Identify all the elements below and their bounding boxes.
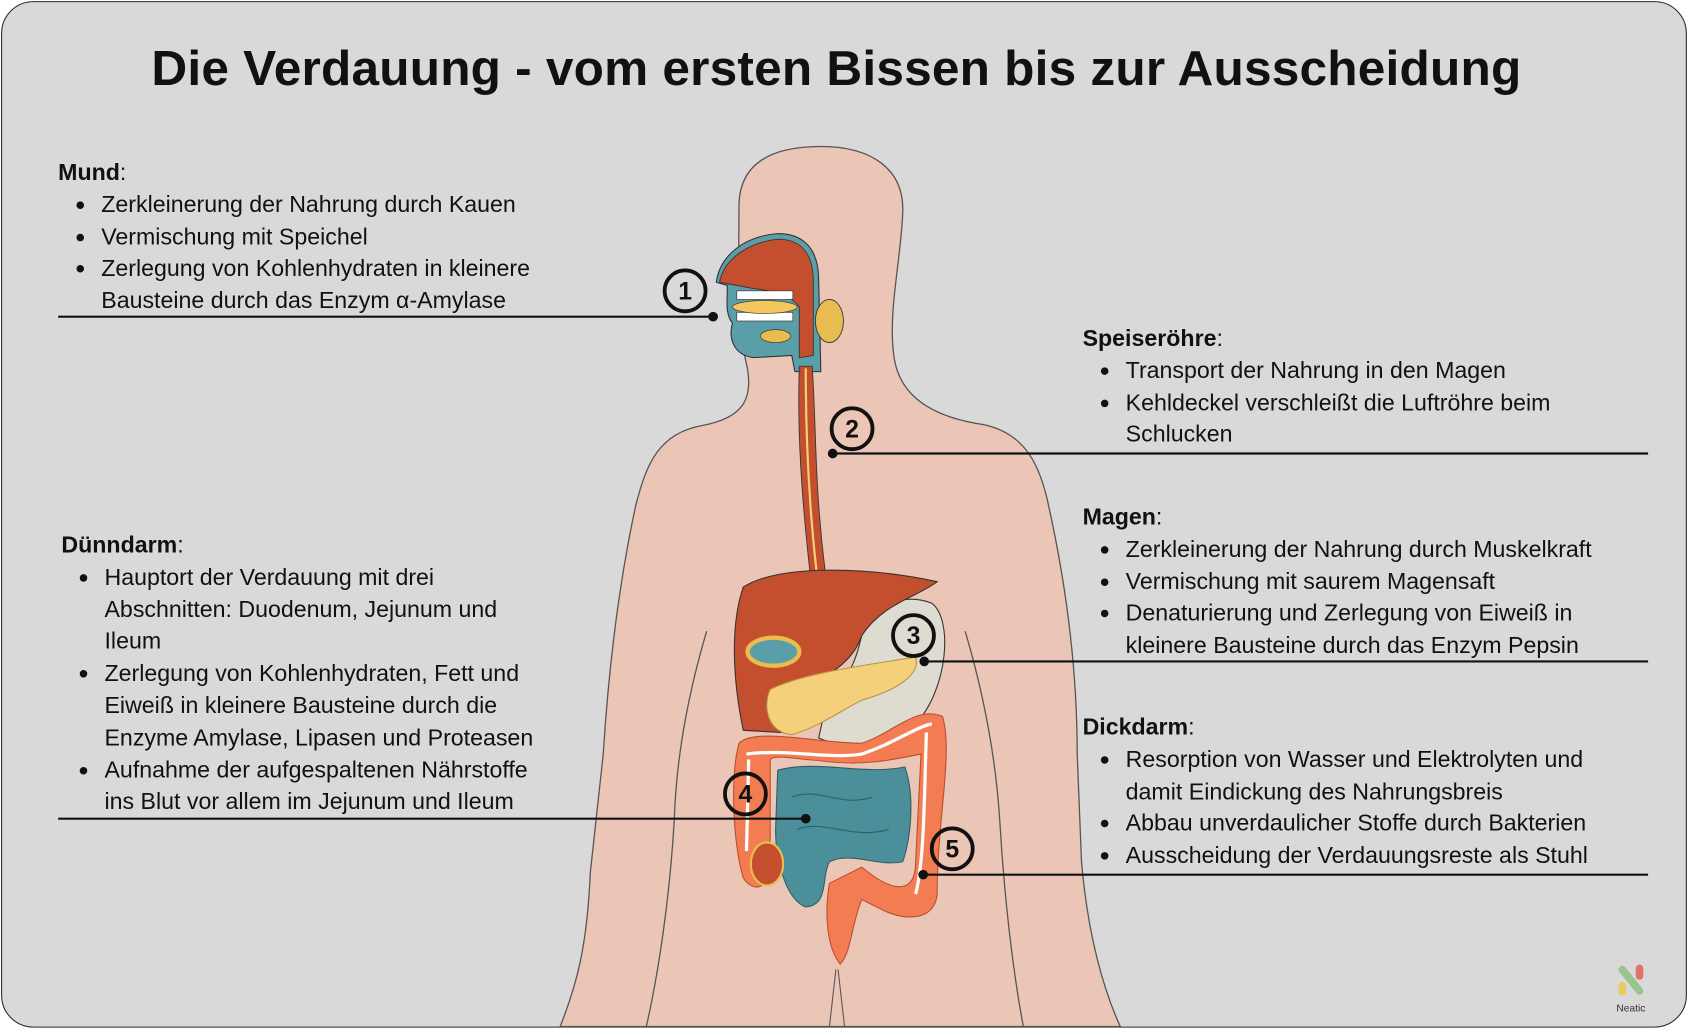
bullet-text-line: damit Eindickung des Nahrungsbreis xyxy=(1125,778,1503,805)
tongue xyxy=(732,300,798,314)
appendix-coil xyxy=(749,841,785,887)
logo-text: Neatic xyxy=(1616,1002,1646,1015)
bullet-text-line: Zerlegung von Kohlenhydraten, Fett und xyxy=(104,660,520,687)
callout-number-5: 5 xyxy=(945,836,959,863)
bullet-item: Zerkleinerung der Nahrung durch Kauen xyxy=(58,189,530,221)
page-title: Die Verdauung - vom ersten Bissen bis zu… xyxy=(151,39,1522,96)
section-label: Magen xyxy=(1082,504,1156,530)
bullet-item: Vermischung mit saurem Magensaft xyxy=(1083,566,1592,598)
section-heading: Magen: xyxy=(1082,504,1163,530)
callout-number-1: 1 xyxy=(678,278,692,305)
bullet-text-line: Enzyme Amylase, Lipasen und Proteasen xyxy=(104,724,534,751)
bullet-text-line: Abschnitten: Duodenum, Jejunum und xyxy=(104,596,498,623)
leg-gap-line xyxy=(828,969,846,1027)
bullet-item: Transport der Nahrung in den Magen xyxy=(1083,355,1551,387)
bullet-item: Aufnahme der aufgespaltenen Nährstoffe in… xyxy=(61,755,533,819)
callout-circles xyxy=(662,268,975,872)
bullet-text-line: Resorption von Wasser und Elektrolyten u… xyxy=(1125,746,1584,773)
callout-lines xyxy=(58,311,1649,880)
bullet-text-line: Hauptort der Verdauung mit drei xyxy=(104,564,435,591)
section-duenndarm: Dünndarm: Hauptort der Verdauung mit drei… xyxy=(61,530,533,819)
section-label: Dickdarm xyxy=(1082,714,1189,741)
bullet-text-line: Schlucken xyxy=(1125,421,1233,448)
bullet-item: Kehldeckel verschleißt die Luftröhre bei… xyxy=(1083,387,1551,451)
section-heading: Dünndarm: xyxy=(61,532,184,558)
sublingual-gland xyxy=(760,329,791,343)
section-label: Dünndarm xyxy=(61,532,178,558)
logo-n-icon xyxy=(1618,964,1644,996)
section-heading: Speiseröhre: xyxy=(1082,325,1223,352)
right-arm-inner-line xyxy=(964,631,1024,1027)
bullet-text-line: Abbau unverdaulicher Stoffe durch Bakter… xyxy=(1125,810,1587,837)
bullet-item: Ausscheidung der Verdauungsreste als Stu… xyxy=(1083,840,1588,872)
section-heading: Dickdarm: xyxy=(1082,714,1195,741)
bullet-text-line: Eiweiß in kleinere Bausteine durch die xyxy=(104,692,498,719)
bullet-text-line: Transport der Nahrung in den Magen xyxy=(1125,357,1506,384)
bullet-text-line: kleinere Bausteine durch das Enzym Pepsi… xyxy=(1125,632,1579,659)
callout-number-4: 4 xyxy=(739,782,753,809)
salivary-gland xyxy=(815,299,844,343)
bullet-text-line: Aufnahme der aufgespaltenen Nährstoffe xyxy=(104,756,528,783)
callout-number-3: 3 xyxy=(907,623,921,650)
section-label: Speiseröhre xyxy=(1082,325,1217,352)
pancreas xyxy=(766,656,917,736)
bullet-item: Vermischung mit Speichel xyxy=(58,221,530,253)
bullet-text-line: ins Blut vor allem im Jejunum und Ileum xyxy=(104,788,514,815)
section-label: Mund xyxy=(58,159,120,186)
bullet-item: Zerkleinerung der Nahrung durch Muskelkr… xyxy=(1083,534,1592,566)
neatic-logo: Neatic xyxy=(1609,964,1652,1015)
bullet-item: Zerlegung von Kohlenhydraten in kleinere… xyxy=(58,254,530,318)
bullet-text-line: Vermischung mit saurem Magensaft xyxy=(1125,568,1496,595)
section-speiseroehre: Speiseröhre: Transport der Nahrung in den… xyxy=(1083,323,1551,451)
section-dickdarm: Dickdarm: Resorption von Wasser und Elekt… xyxy=(1083,712,1588,872)
bullet-text-line: Ileum xyxy=(104,628,162,655)
gallbladder xyxy=(745,635,802,668)
bullet-text-line: Vermischung mit Speichel xyxy=(101,223,368,250)
bullet-list: Resorption von Wasser und Elektrolyten u… xyxy=(1083,744,1588,872)
bullet-text-line: Zerkleinerung der Nahrung durch Muskelkr… xyxy=(1125,536,1592,563)
section-heading: Mund: xyxy=(58,159,127,186)
bullet-text-line: Zerlegung von Kohlenhydraten in kleinere xyxy=(101,255,530,282)
bullet-text-line: Zerkleinerung der Nahrung durch Kauen xyxy=(101,191,516,218)
bullet-list: Zerkleinerung der Nahrung durch Muskelkr… xyxy=(1083,534,1592,662)
section-mund: Mund: Zerkleinerung der Nahrung durch Kau… xyxy=(58,157,530,317)
section-magen: Magen: Zerkleinerung der Nahrung durch Mu… xyxy=(1083,502,1592,662)
bullet-text-line: Kehldeckel verschleißt die Luftröhre bei… xyxy=(1125,389,1551,416)
bullet-text-line: Ausscheidung der Verdauungsreste als Stu… xyxy=(1125,842,1588,869)
bullet-item: Denaturierung und Zerlegung von Eiweiß i… xyxy=(1083,598,1592,662)
bullet-item: Resorption von Wasser und Elektrolyten u… xyxy=(1083,744,1588,808)
callout-number-2: 2 xyxy=(845,416,859,443)
bullet-item: Abbau unverdaulicher Stoffe durch Bakter… xyxy=(1083,808,1588,840)
bullet-text-line: Denaturierung und Zerlegung von Eiweiß i… xyxy=(1125,600,1573,627)
bullet-text-line: Bausteine durch das Enzym α-Amylase xyxy=(101,287,506,314)
small-intestine xyxy=(775,765,912,908)
teeth-upper xyxy=(736,290,794,300)
